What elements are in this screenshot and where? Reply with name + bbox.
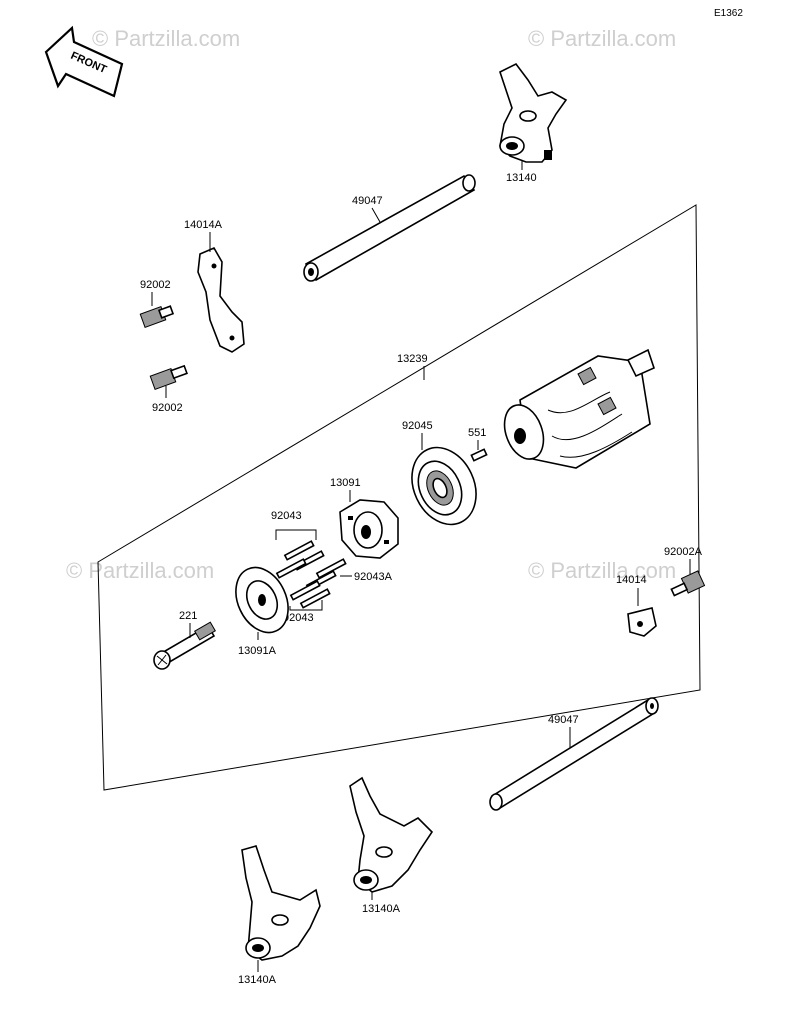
label-92002A: 92002A [664, 546, 703, 558]
shift-drum [503, 348, 655, 469]
label-551: 551 [468, 427, 486, 439]
label-49047-bottom: 49047 [548, 714, 579, 726]
label-92045: 92045 [402, 420, 433, 432]
label-92043-lower: 92043 [283, 612, 314, 624]
front-arrow-icon: FRONT [44, 25, 124, 98]
watermark-top-right: © Partzilla.com [528, 26, 676, 51]
shift-fork-middle [349, 776, 434, 893]
label-92002-upper: 92002 [140, 279, 171, 291]
diagram-code: E1362 [714, 8, 743, 19]
stopper-14014 [627, 607, 657, 637]
assembly-outline [97, 204, 701, 791]
label-13140A-middle: 13140A [362, 903, 401, 915]
shift-fork-bottom [241, 845, 321, 961]
watermark-mid-right: © Partzilla.com [528, 558, 676, 583]
watermark-mid-left: © Partzilla.com [66, 558, 214, 583]
pins-92043-lower [289, 580, 331, 609]
bolt-92002A [670, 570, 706, 597]
label-92043-upper: 92043 [271, 510, 302, 522]
drum-pin-holder [339, 499, 399, 559]
label-92043A: 92043A [354, 571, 393, 583]
label-49047-top: 49047 [352, 195, 383, 207]
shift-fork-top [499, 62, 568, 163]
stopper-plate [197, 246, 245, 353]
label-14014: 14014 [616, 574, 647, 586]
pin-551 [470, 448, 488, 462]
shift-rod-bottom [489, 697, 659, 811]
label-13091: 13091 [330, 477, 361, 489]
label-221: 221 [179, 610, 197, 622]
shift-rod-top [303, 174, 476, 282]
cam-plate [235, 566, 289, 634]
label-13140-top: 13140 [506, 172, 537, 184]
label-14014A: 14014A [184, 219, 223, 231]
pins-92043-upper [275, 540, 325, 579]
label-13140A-bottom: 13140A [238, 974, 277, 986]
watermark-top-left: © Partzilla.com [92, 26, 240, 51]
bolt-92002-lower [149, 364, 188, 390]
label-13091A: 13091A [238, 645, 277, 657]
label-13239: 13239 [397, 353, 428, 365]
bolt-92002-upper [139, 305, 175, 328]
screw-221 [153, 621, 216, 670]
bearing [411, 446, 477, 526]
label-92002-lower: 92002 [152, 402, 183, 414]
